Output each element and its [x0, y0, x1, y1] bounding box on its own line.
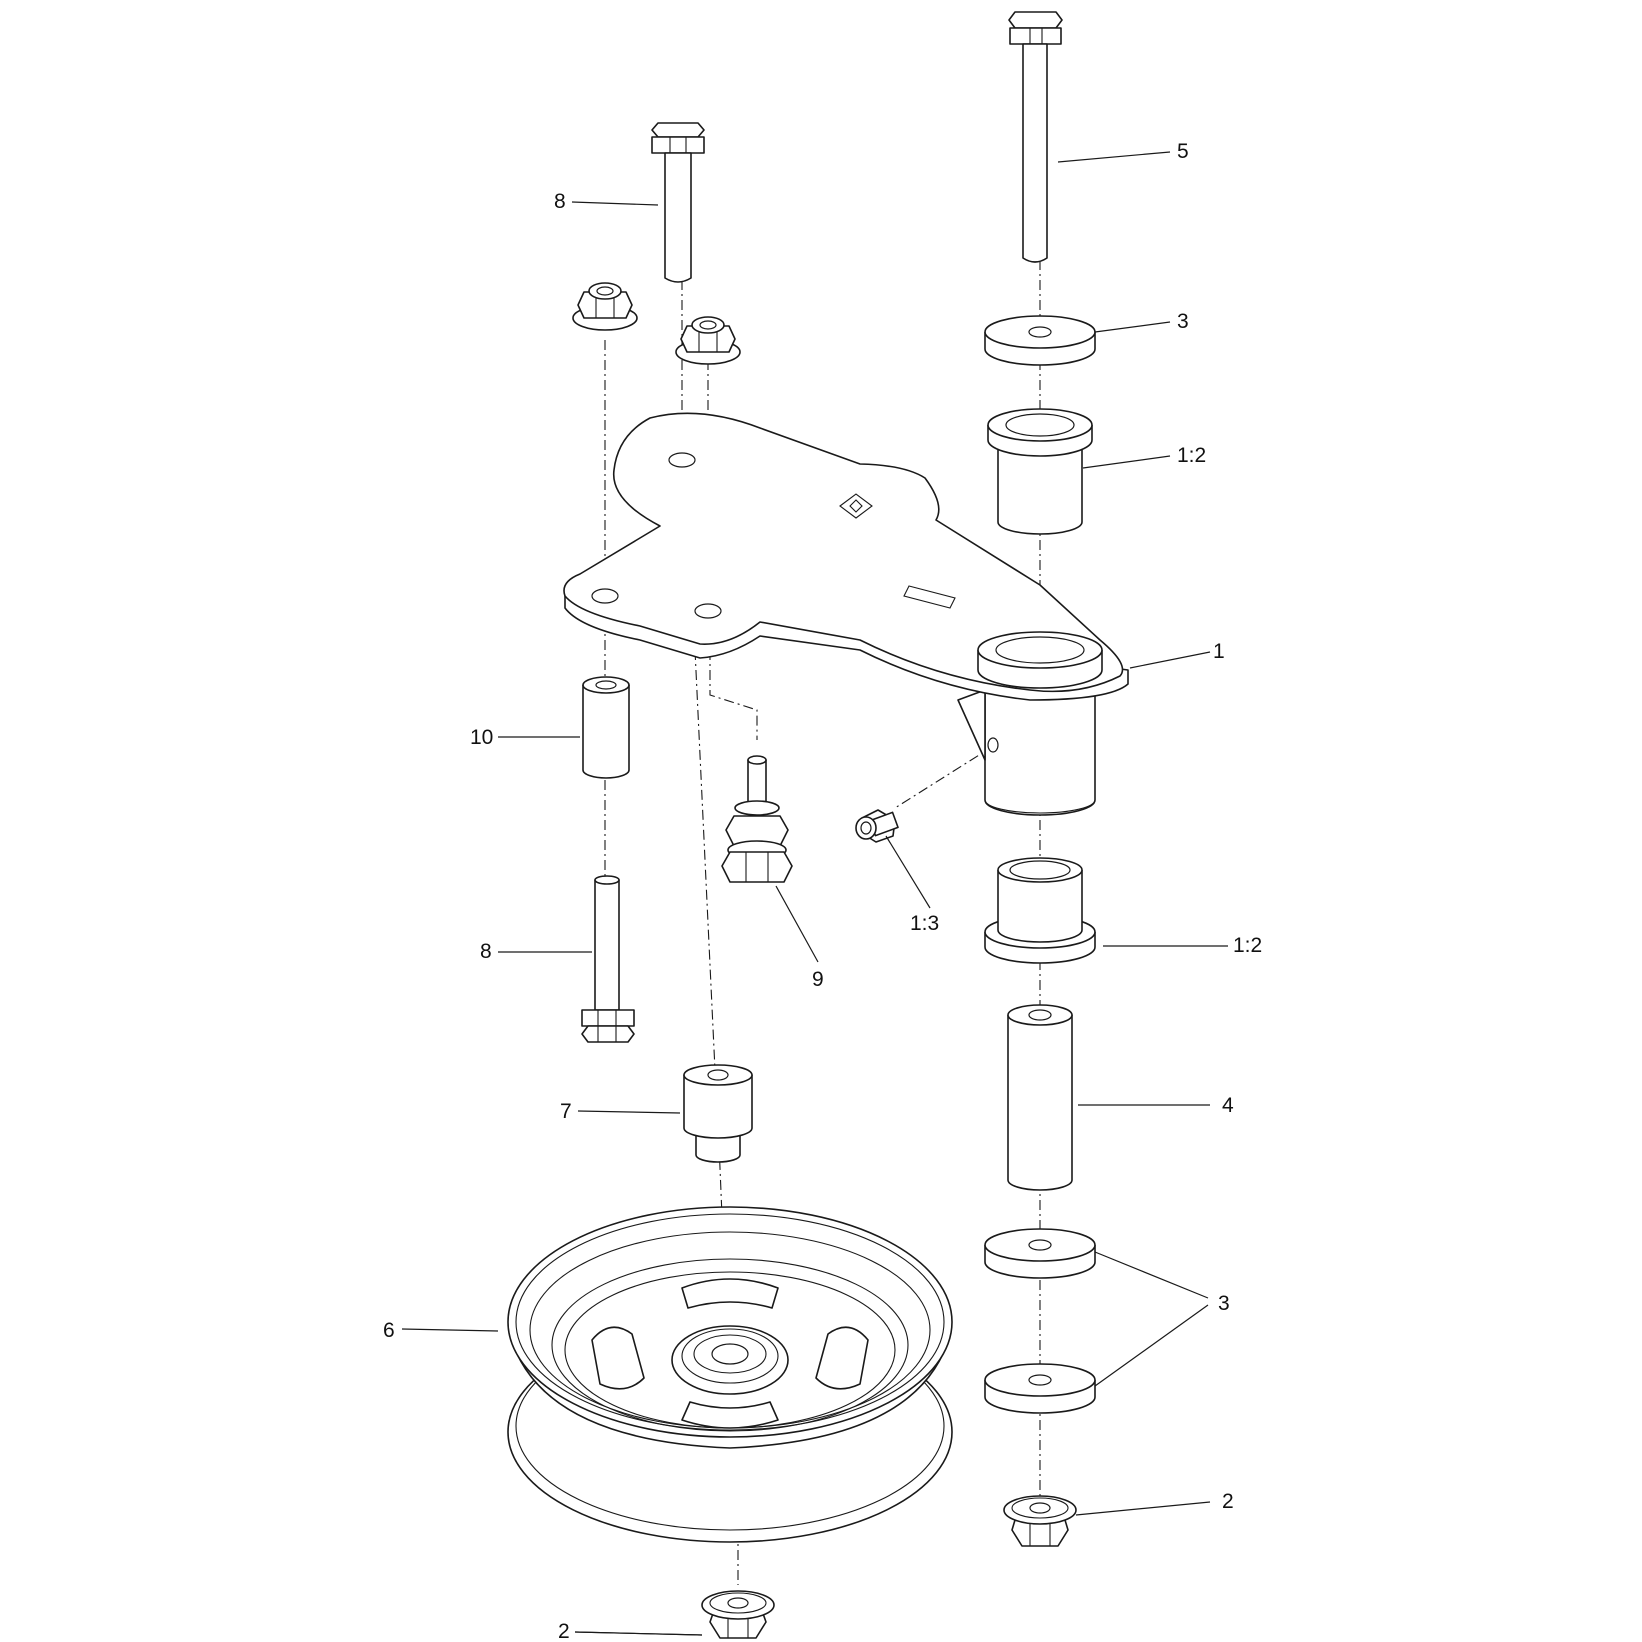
- flange-nut-upper-center: [675, 316, 741, 365]
- part-8-bolt-bottom: [581, 875, 635, 1043]
- part-9-stud-nut: [721, 755, 793, 883]
- callout-1-3: 1:3: [910, 912, 939, 935]
- part-1-2-bushing-bottom: [984, 857, 1096, 964]
- callout-9: 9: [812, 968, 824, 991]
- callout-3-bottom: 3: [1218, 1292, 1230, 1315]
- part-2-flange-nut-right: [1003, 1495, 1077, 1547]
- part-5-long-bolt: [1008, 11, 1063, 263]
- callout-2-bottom: 2: [558, 1620, 570, 1642]
- callout-10: 10: [470, 726, 493, 749]
- callout-1-2-bottom: 1:2: [1233, 934, 1262, 957]
- leader-lines: [401, 151, 1228, 1636]
- part-2-flange-nut-bottom: [701, 1590, 775, 1639]
- part-10-spacer: [582, 676, 630, 779]
- callout-6: 6: [383, 1319, 395, 1342]
- callout-2-right: 2: [1222, 1490, 1234, 1513]
- callout-8-top: 8: [554, 190, 566, 213]
- part-7-stepped-spacer: [683, 1064, 753, 1163]
- callout-5: 5: [1177, 140, 1189, 163]
- part-3-washer-middle: [984, 1228, 1096, 1279]
- callout-1-2-top: 1:2: [1177, 444, 1206, 467]
- part-6-pulley: [507, 1206, 953, 1543]
- callouts: 5 3 1:2 1 1:3 1:2 4 3 2 2 6 7 8 8 9 10: [383, 140, 1262, 1642]
- part-1-3-grease-fitting: [855, 809, 899, 843]
- part-1-idler-arm: [563, 412, 1129, 816]
- part-3-washer-lower: [984, 1363, 1096, 1414]
- callout-8-bottom: 8: [480, 940, 492, 963]
- callout-3-top: 3: [1177, 310, 1189, 333]
- flange-nut-upper-left: [572, 282, 638, 331]
- part-8-bolt-top: [651, 122, 705, 283]
- part-1-2-bushing-top: [987, 408, 1093, 535]
- callout-1: 1: [1213, 640, 1225, 663]
- part-4-spacer: [1007, 1004, 1073, 1191]
- callout-7: 7: [560, 1100, 572, 1123]
- callout-4: 4: [1222, 1094, 1234, 1117]
- part-3-washer-top: [984, 315, 1096, 366]
